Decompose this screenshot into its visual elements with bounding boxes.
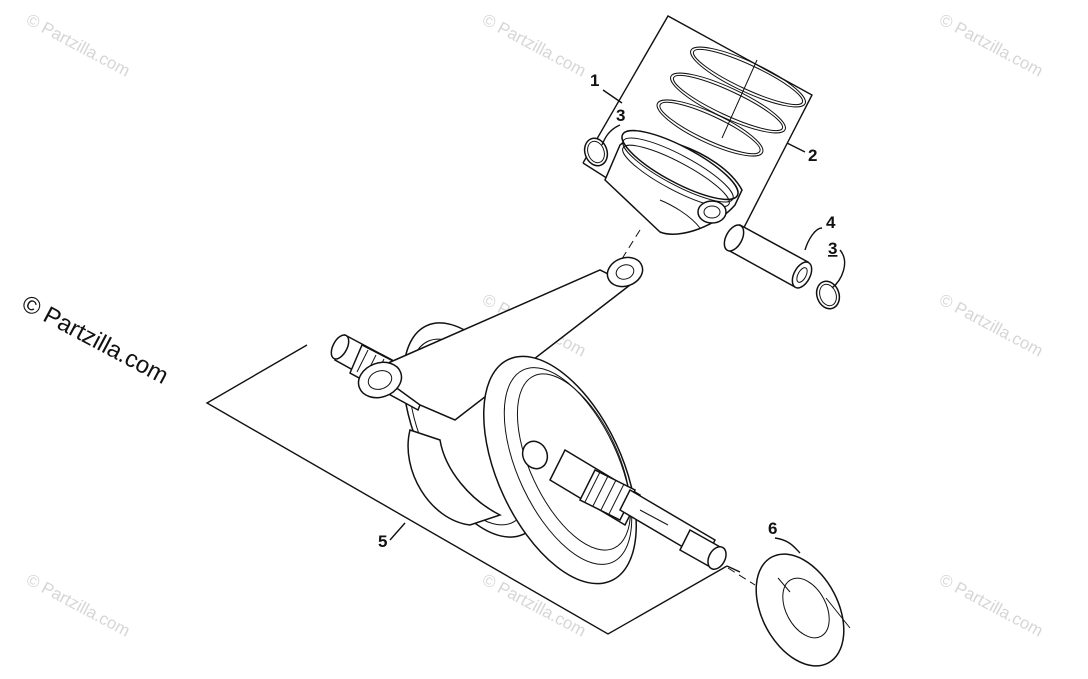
piston-rings	[656, 46, 806, 157]
washer	[755, 553, 851, 667]
callout-3-right: 3	[828, 239, 837, 258]
callout-labels: 1 2 3 4 3 5 6	[378, 71, 837, 551]
callout-3-left: 3	[616, 106, 625, 125]
piston	[604, 129, 743, 235]
callout-1: 1	[590, 71, 599, 90]
piston-pin	[723, 223, 813, 289]
crankshaft-group-bracket	[205, 344, 741, 635]
circlip-right	[815, 280, 841, 310]
callout-6: 6	[768, 519, 777, 538]
callout-2: 2	[808, 146, 817, 165]
crankshaft-assembly	[330, 256, 727, 585]
circlip-left	[583, 137, 609, 167]
callout-4: 4	[826, 213, 836, 232]
callout-5: 5	[378, 532, 387, 551]
assembly-axis-lines	[619, 229, 756, 586]
leader-lines	[389, 89, 846, 554]
